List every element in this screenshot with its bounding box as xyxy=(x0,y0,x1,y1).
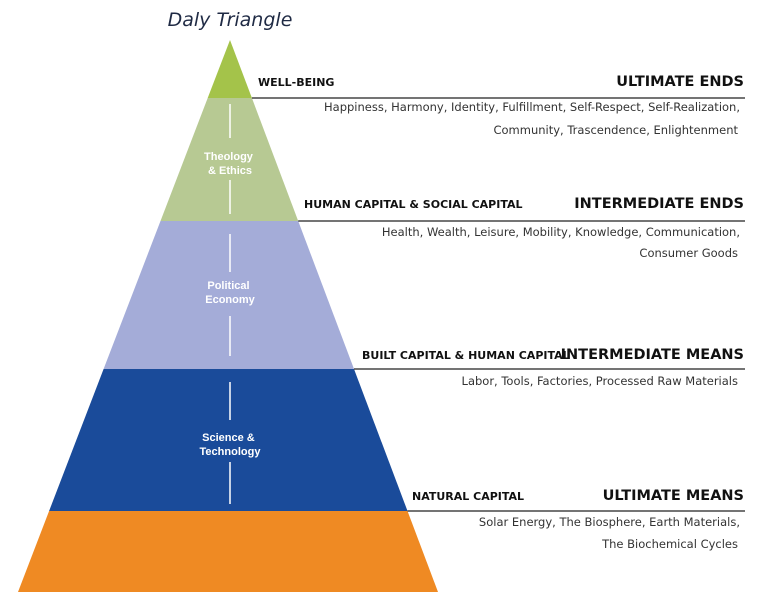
description-line: Happiness, Harmony, Identity, Fulfillmen… xyxy=(324,100,740,114)
tier-label-theology-ethics: Theology & Ethics xyxy=(204,151,256,177)
diagram-title: Daly Triangle xyxy=(168,9,293,31)
tier-well-being xyxy=(207,40,252,98)
tier-label-line: Political xyxy=(207,280,249,292)
tier-label-political-economy: Political Economy xyxy=(205,280,255,306)
tier-label-line: Economy xyxy=(205,294,255,306)
ends-label: INTERMEDIATE MEANS xyxy=(561,347,744,363)
ends-label: ULTIMATE ENDS xyxy=(616,74,744,90)
level-well-being: WELL-BEING ULTIMATE ENDS Happiness, Harm… xyxy=(251,74,745,137)
tier-label-line: Technology xyxy=(200,446,262,458)
level-natural-capital: NATURAL CAPITAL ULTIMATE MEANS Solar Ene… xyxy=(407,488,745,551)
pyramid: Theology & Ethics Political Economy Scie… xyxy=(18,40,438,592)
tier-political-economy xyxy=(103,221,354,369)
description-line: Community, Trascendence, Enlightenment xyxy=(493,123,738,137)
tier-science-technology xyxy=(49,369,408,511)
tier-label-science-technology: Science & Technology xyxy=(200,432,262,458)
description-line: Health, Wealth, Leisure, Mobility, Knowl… xyxy=(382,225,740,239)
tier-label-line: & Ethics xyxy=(208,165,252,177)
tier-theology-ethics xyxy=(160,98,299,221)
level-built-human-capital: BUILT CAPITAL & HUMAN CAPITAL INTERMEDIA… xyxy=(354,347,745,388)
tier-label-line: Theology xyxy=(204,151,254,163)
tier-natural-capital xyxy=(18,511,438,592)
description-line: Labor, Tools, Factories, Processed Raw M… xyxy=(462,374,738,388)
level-human-social-capital: HUMAN CAPITAL & SOCIAL CAPITAL INTERMEDI… xyxy=(298,196,745,260)
ends-label: INTERMEDIATE ENDS xyxy=(574,196,744,212)
capital-label: NATURAL CAPITAL xyxy=(412,490,524,503)
description-line: The Biochemical Cycles xyxy=(601,537,738,551)
capital-label: HUMAN CAPITAL & SOCIAL CAPITAL xyxy=(304,198,523,211)
ends-label: ULTIMATE MEANS xyxy=(603,488,744,504)
capital-label: WELL-BEING xyxy=(258,76,334,89)
description-line: Solar Energy, The Biosphere, Earth Mater… xyxy=(479,515,740,529)
tier-label-line: Science & xyxy=(202,432,255,444)
description-line: Consumer Goods xyxy=(639,246,738,260)
capital-label: BUILT CAPITAL & HUMAN CAPITAL xyxy=(362,349,570,362)
